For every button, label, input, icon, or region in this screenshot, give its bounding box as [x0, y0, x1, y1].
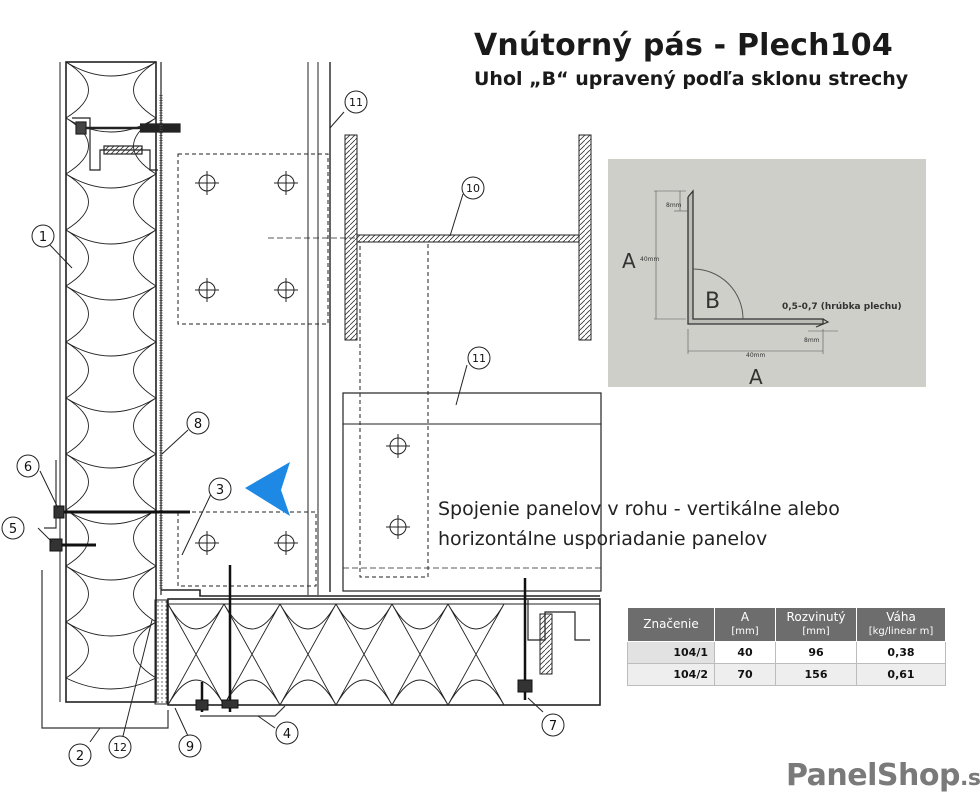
svg-text:3: 3: [216, 483, 224, 498]
blue-accent-arrow: [245, 462, 290, 516]
table-header-code: Značenie: [627, 607, 715, 642]
callout-2: 2: [68, 743, 92, 767]
table-header-weight: Váha[kg/linear m]: [856, 607, 946, 642]
callout-1: 1: [31, 224, 55, 248]
cell-a: 40: [714, 641, 776, 664]
cell-weight: 0,38: [856, 641, 946, 664]
profile-sketch: A A B 40mm 40mm 8mm 8mm 0,5-0,7 (hrúbka …: [622, 189, 902, 389]
sketch-label-a-left: A: [622, 249, 636, 273]
sketch-label-b: B: [705, 289, 720, 314]
callout-11-top: 11: [344, 90, 368, 114]
svg-text:11: 11: [472, 352, 486, 365]
i-beam-section: [344, 134, 592, 341]
spec-table: Značenie A[mm] Rozvinutý[mm] Váha[kg/lin…: [627, 607, 946, 686]
lower-beam-plate: [342, 241, 602, 592]
callout-6: 6: [16, 454, 40, 478]
cell-code: 104/2: [627, 663, 715, 686]
svg-text:6: 6: [24, 460, 32, 475]
svg-text:11: 11: [349, 96, 363, 109]
table-row: 104/2 70 156 0,61: [627, 663, 946, 686]
callout-5: 5: [1, 516, 25, 540]
table-header-a: A[mm]: [714, 607, 776, 642]
cell-weight: 0,61: [856, 663, 946, 686]
cell-developed: 156: [775, 663, 857, 686]
cell-a: 70: [714, 663, 776, 686]
sealing-strips: [154, 95, 168, 705]
leader-lines: [37, 111, 544, 743]
corner-bracket: [161, 511, 600, 597]
svg-text:12: 12: [113, 741, 127, 754]
svg-text:7: 7: [549, 719, 557, 734]
sketch-dim-top-hem: 8mm: [666, 202, 682, 209]
sketch-dim-left: 40mm: [640, 256, 659, 263]
steel-column: [160, 62, 358, 595]
svg-text:8: 8: [194, 417, 202, 432]
vertical-wall-panel: [59, 61, 162, 703]
callout-9: 9: [178, 734, 202, 758]
svg-text:5: 5: [9, 522, 17, 537]
table-row: 104/1 40 96 0,38: [627, 641, 946, 664]
svg-text:1: 1: [39, 230, 47, 245]
svg-text:4: 4: [283, 727, 291, 742]
callouts: 1 2 3 4 5 6 7 8 9 10 11 11 12: [1, 90, 565, 767]
sketch-dim-right-hem: 8mm: [804, 337, 820, 344]
callout-12: 12: [108, 735, 132, 759]
sketch-label-a-bottom: A: [749, 365, 763, 387]
callout-11-lower: 11: [467, 346, 491, 370]
cell-code: 104/1: [627, 641, 715, 664]
sketch-thickness-note: 0,5-0,7 (hrúbka plechu): [782, 302, 902, 312]
bolt-holes-top-plate: [195, 171, 298, 302]
flashing-profiles: [41, 460, 286, 729]
page-subtitle: Uhol „B“ upravený podľa sklonu strechy: [474, 68, 909, 90]
caption-line-2: horizontálne usporiadanie panelov: [438, 528, 768, 550]
svg-text:2: 2: [76, 749, 84, 764]
svg-text:10: 10: [466, 182, 480, 195]
sketch-dim-bottom: 40mm: [746, 352, 765, 359]
callout-10: 10: [461, 176, 485, 200]
callout-7: 7: [541, 713, 565, 737]
svg-text:9: 9: [186, 740, 194, 755]
fasteners: [49, 505, 533, 712]
panelshop-logo: PanelShop.sk: [786, 758, 980, 793]
callout-8: 8: [186, 411, 210, 435]
page-title: Vnútorný pás - Plech104: [474, 28, 893, 63]
cell-developed: 96: [775, 641, 857, 664]
caption-line-1: Spojenie panelov v rohu - vertikálne ale…: [438, 498, 840, 520]
callout-3: 3: [208, 477, 232, 501]
horizontal-panel: [167, 598, 601, 706]
callout-4: 4: [275, 721, 299, 745]
table-header-developed: Rozvinutý[mm]: [775, 607, 857, 642]
profile-sketch-inset: A A B 40mm 40mm 8mm 8mm 0,5-0,7 (hrúbka …: [608, 159, 926, 389]
